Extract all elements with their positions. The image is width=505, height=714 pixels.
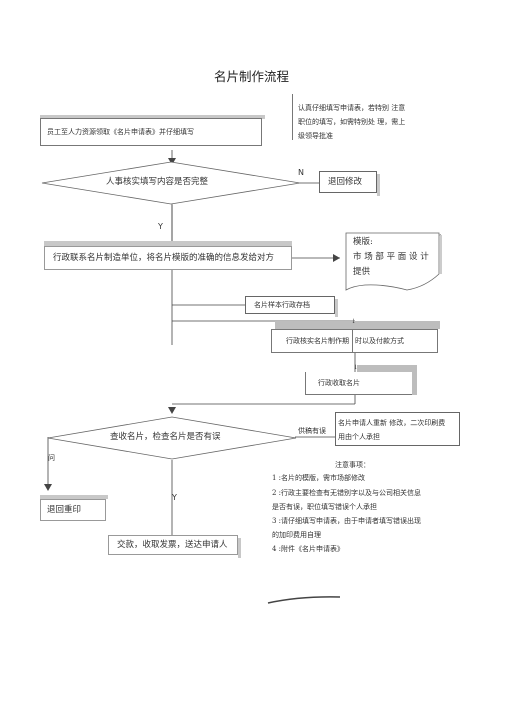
hr-check-decision xyxy=(41,161,301,205)
apply-step-label: 员工至人力资源领取《名片申请表》并仔细填写 xyxy=(47,128,194,136)
note-item-5: 的加印费用自理 xyxy=(272,531,321,539)
note-item-4: 3 :请仔细填写申请表，由于申请者填写错误出现 xyxy=(272,517,422,525)
reapply-note-box: 名片申请人重新 修改，二次印刷费 用由个人承担 xyxy=(335,412,460,446)
apply-step-box: 员工至人力资源领取《名片申请表》并仔细填写 xyxy=(40,118,262,146)
yes-label: Y xyxy=(158,222,163,231)
stray-character: 问 xyxy=(48,454,55,462)
admin-verify-label-a: 行政核实名片制作期 xyxy=(286,337,349,345)
deliver-box: 交款，收取发票，送达申请人 xyxy=(108,535,238,555)
note-item-3: 是否有误，职位填写错误个人承担 xyxy=(272,503,377,511)
wrong-label: 供稿有误 xyxy=(298,427,326,435)
sample-archive-box: 名片样本行政存档 xyxy=(245,296,335,314)
check-cards-label: 查收名片，检查名片是否有误 xyxy=(110,432,221,442)
return-edit-label: 退回修改 xyxy=(328,177,363,187)
page-title: 名片制作流程 xyxy=(214,69,290,84)
template-note-line-2: 市 场 部 平 面 设 计 xyxy=(353,252,429,262)
admin-contact-box: 行政联系名片制造单位，将名片模版的准确的信息发给对方 xyxy=(44,246,292,270)
reapply-note-line-1: 名片申请人重新 修改，二次印刷费 xyxy=(338,419,446,427)
return-edit-box: 退回修改 xyxy=(319,171,377,193)
admin-verify-label-b: 时以及付款方式 xyxy=(355,337,404,345)
deliver-label: 交款，收取发票，送达申请人 xyxy=(117,540,228,550)
no-label: N xyxy=(298,168,304,177)
note-item-6: 4 :附件《名片申请表》 xyxy=(272,545,345,553)
verify-marker: ↓ xyxy=(351,318,357,325)
hr-check-label: 人事核实填写内容是否完整 xyxy=(106,177,209,187)
sample-archive-label: 名片样本行政存档 xyxy=(254,301,310,309)
admin-receive-label: 行政收取名片 xyxy=(318,379,360,387)
notes-heading: 注意事项： xyxy=(335,461,370,469)
check-cards-decision xyxy=(47,416,297,460)
template-note-line-3: 提供 xyxy=(353,267,371,277)
admin-receive-box: 行政收取名片 xyxy=(305,372,412,395)
template-note-line-1: 模版: xyxy=(353,237,373,247)
apply-note-line-1: 认真仔细填写申请表，若特别 注意 xyxy=(298,104,406,112)
reapply-note-line-2: 用由个人承担 xyxy=(338,433,380,441)
apply-note-line-2: 职位的填写，如需特别处 理，需上 xyxy=(298,118,406,126)
template-note-shape xyxy=(345,232,442,291)
return-reprint-label: 退回重印 xyxy=(47,505,82,515)
admin-contact-label: 行政联系名片制造单位，将名片模版的准确的信息发给对方 xyxy=(53,253,275,263)
note-item-2: 2 :行政主要检查有无错别字以及与公司相关信息 xyxy=(272,489,422,497)
note-item-1: 1 :名片的模版，需市场部修改 xyxy=(272,474,366,482)
admin-verify-box-a: 行政核实名片制作期 xyxy=(271,329,353,353)
admin-verify-box-b: 时以及付款方式 xyxy=(352,329,438,353)
return-reprint-box: 退回重印 xyxy=(40,499,106,521)
receive-marker: ↓ xyxy=(353,364,359,371)
yes-label-2: Y xyxy=(172,493,177,502)
apply-note-line-3: 级领导批准 xyxy=(298,132,333,140)
apply-note-box: 认真仔细填写申请表，若特别 注意 职位的填写，如需特别处 理，需上 级领导批准 xyxy=(292,94,442,146)
